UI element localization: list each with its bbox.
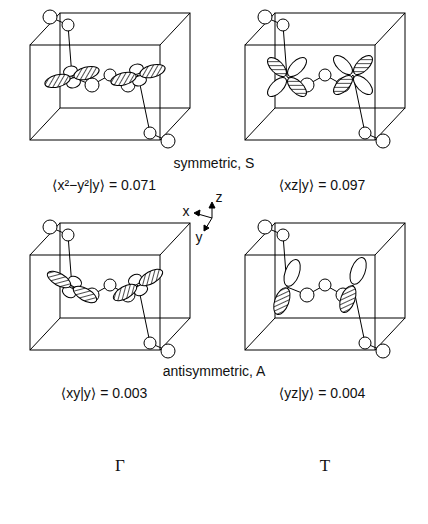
point-label: T	[320, 458, 330, 474]
overlap-value: ⟨yz|y⟩ = 0.004	[279, 385, 366, 401]
axis-label: x	[183, 203, 190, 219]
axis-label: z	[216, 189, 223, 205]
axis-label: y	[196, 229, 203, 245]
section-heading: symmetric, S	[174, 155, 255, 171]
section-heading: antisymmetric, A	[163, 363, 266, 379]
point-label: Γ	[115, 458, 125, 474]
overlap-value: ⟨xz|y⟩ = 0.097	[279, 177, 366, 193]
overlap-value: ⟨xy|y⟩ = 0.003	[61, 385, 148, 401]
overlap-value: ⟨x²−y²|y⟩ = 0.071	[52, 177, 156, 193]
